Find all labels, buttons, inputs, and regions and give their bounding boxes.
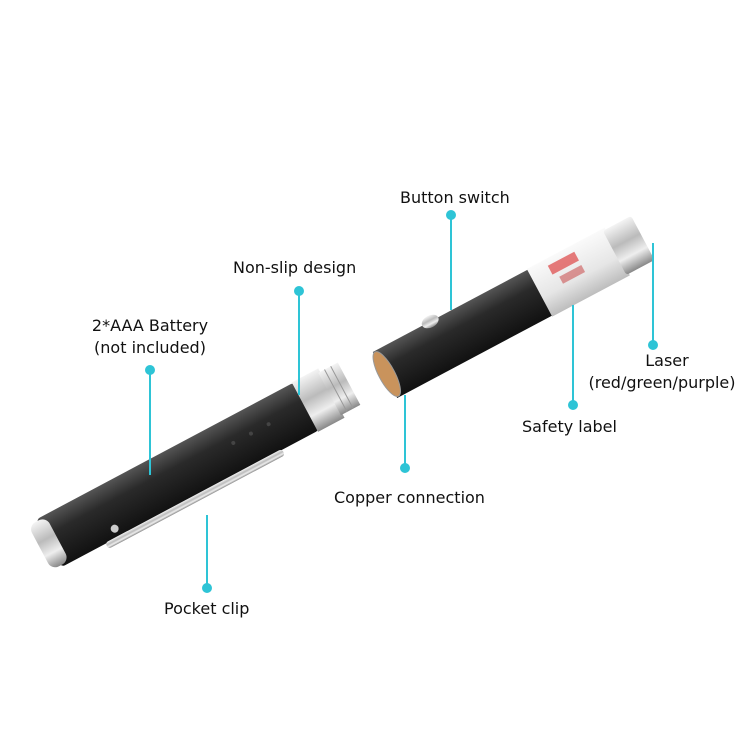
label-button-switch: Button switch [400,188,510,207]
callouts [145,210,658,593]
label-laser: Laser (red/green/purple) [577,350,747,394]
button-switch [421,314,439,329]
laser-line2: (red/green/purple) [588,373,736,392]
pocket-clip [106,449,285,548]
label-copper: Copper connection [334,488,485,507]
pen-lower-body [31,362,361,568]
label-battery: 2*AAA Battery (not included) [85,315,215,359]
battery-line1: 2*AAA Battery [91,316,209,335]
laser-line1: Laser [645,351,689,370]
label-pocket-clip: Pocket clip [164,599,250,618]
battery-line2: (not included) [94,338,206,357]
label-non-slip: Non-slip design [233,258,357,277]
label-safety: Safety label [522,417,617,436]
pen-upper-body [372,216,654,398]
